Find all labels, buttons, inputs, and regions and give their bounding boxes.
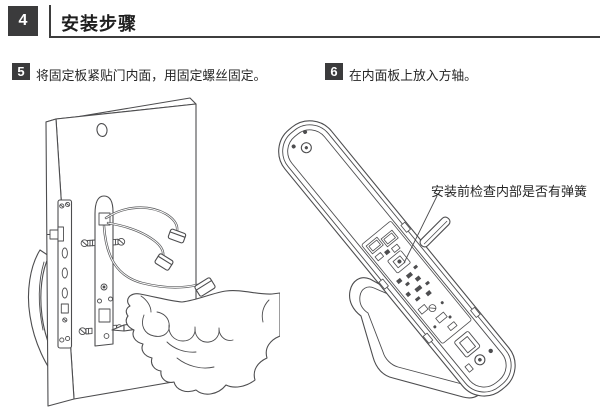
step-6-badge: 6 bbox=[325, 63, 343, 80]
cable-connector bbox=[168, 229, 186, 244]
fixing-screws bbox=[79, 238, 125, 334]
square-shaft-hole bbox=[454, 331, 481, 358]
inner-panel bbox=[267, 109, 526, 407]
inner-panel-illustration bbox=[258, 100, 600, 411]
cables bbox=[104, 208, 216, 297]
hand bbox=[126, 291, 280, 395]
latch-bolt bbox=[50, 230, 58, 239]
callout-leader-line bbox=[404, 196, 437, 263]
door-installation-illustration bbox=[20, 90, 280, 410]
door-hole bbox=[96, 123, 108, 137]
header-divider bbox=[49, 5, 51, 38]
section-number-badge: 4 bbox=[8, 6, 38, 36]
step-6-text: 在内面板上放入方轴。 bbox=[349, 68, 477, 83]
step-5-badge: 5 bbox=[12, 63, 30, 80]
fixing-plate bbox=[95, 196, 113, 346]
cable-connector bbox=[194, 277, 216, 297]
callout-text: 安装前检查内部是否有弹簧 bbox=[431, 184, 588, 199]
internal-mechanism bbox=[361, 221, 471, 344]
step-5-text: 将固定板紧贴门内面，用固定螺丝固定。 bbox=[36, 68, 267, 83]
section-title: 安装步骤 bbox=[61, 14, 137, 34]
cable-connector bbox=[154, 253, 173, 271]
header-rule bbox=[49, 36, 600, 38]
spring-check-area bbox=[387, 250, 410, 273]
lock-faceplate bbox=[47, 200, 72, 348]
square-shaft-rod bbox=[418, 215, 451, 248]
